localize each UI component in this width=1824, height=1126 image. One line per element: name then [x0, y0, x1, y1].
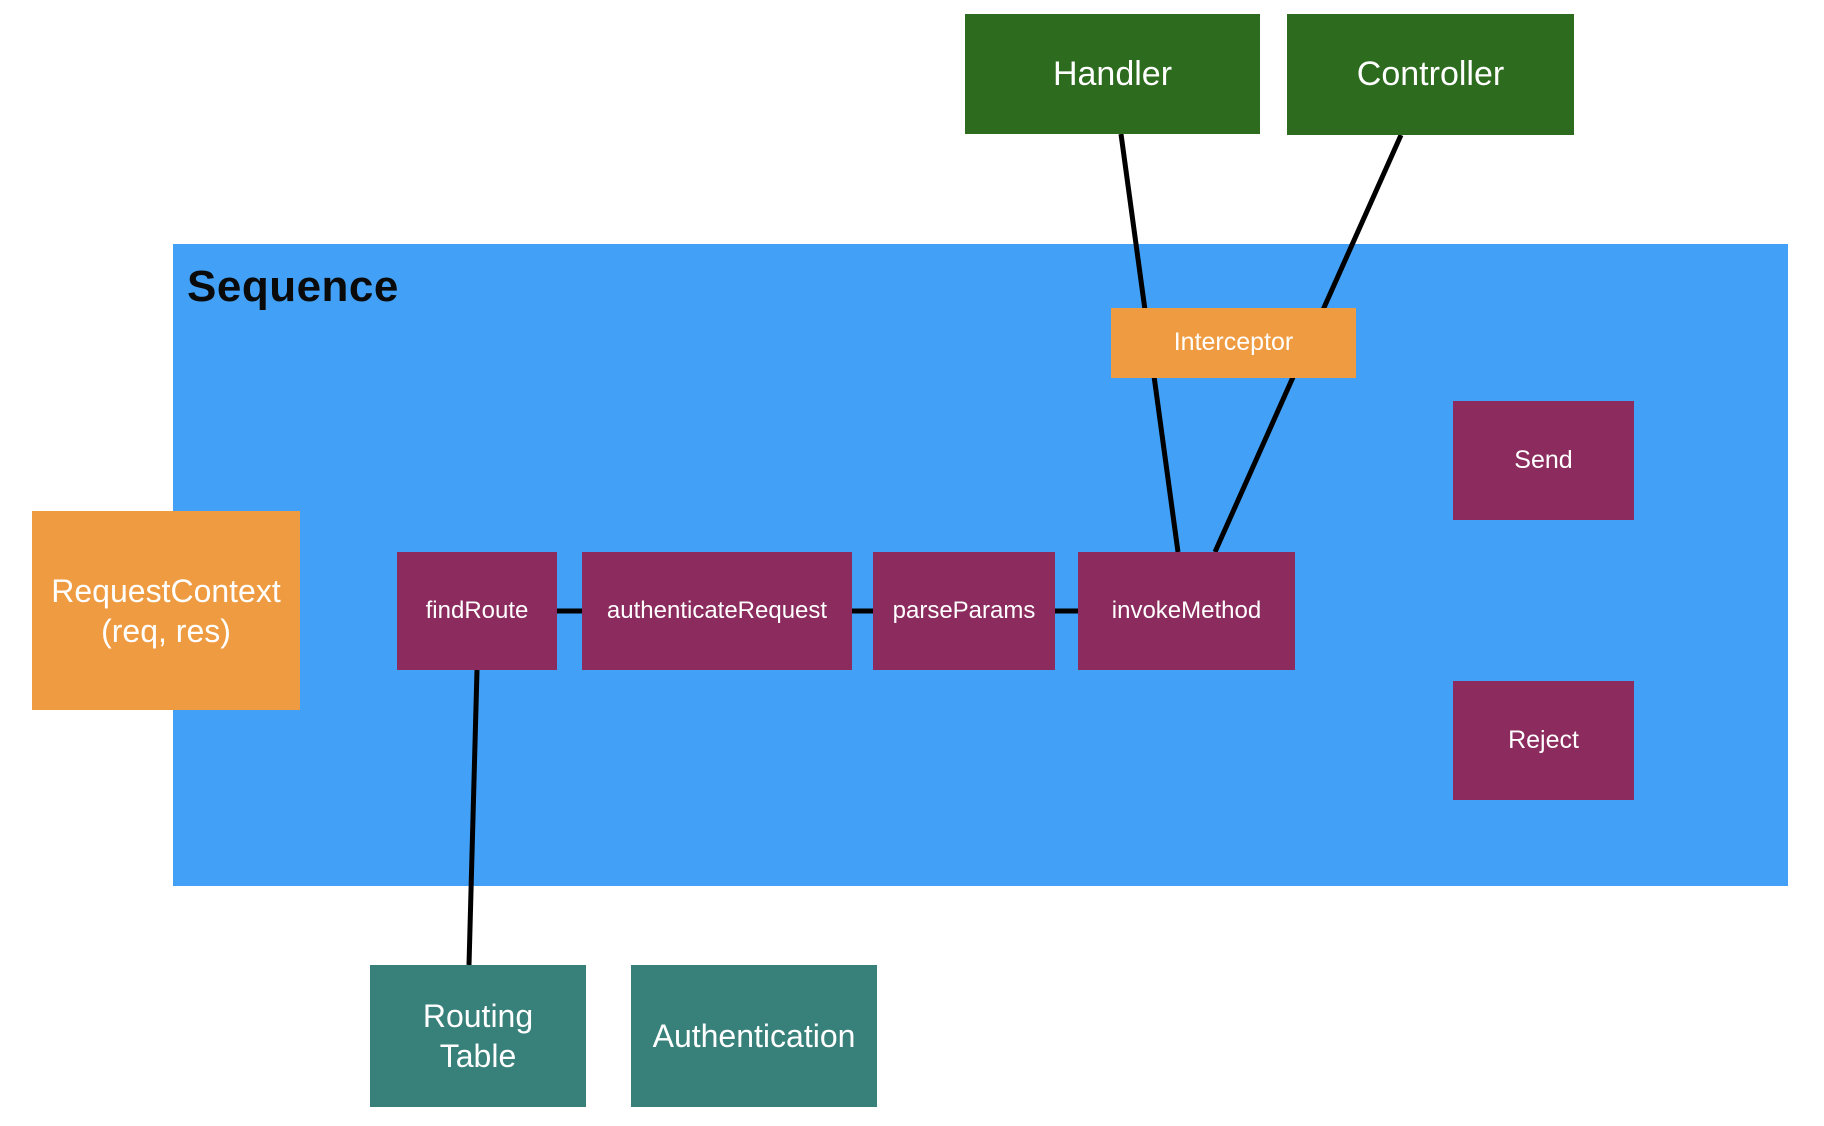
- parse-params-label: parseParams: [892, 597, 1036, 624]
- send-label: Send: [1514, 445, 1573, 474]
- request-context-label: RequestContext: [51, 572, 281, 609]
- handler-label: Handler: [1052, 54, 1173, 93]
- request-context-node: RequestContext (req, res): [32, 511, 300, 710]
- authentication-label: Authentication: [652, 1018, 856, 1054]
- parse-params-node: parseParams: [873, 552, 1055, 670]
- routing-table-label: Routing Table: [422, 998, 534, 1074]
- sequence-title: Sequence: [187, 262, 399, 311]
- interceptor-label: Interceptor: [1173, 328, 1294, 357]
- authentication-node: Authentication: [631, 965, 877, 1107]
- authenticate-request-node: authenticateRequest: [582, 552, 852, 670]
- invoke-method-node: invokeMethod: [1078, 552, 1295, 670]
- reject-node: Reject: [1453, 681, 1634, 800]
- controller-label: Controller: [1356, 55, 1505, 94]
- reject-label: Reject: [1508, 725, 1579, 754]
- authenticate-request-label: authenticateRequest: [606, 597, 828, 624]
- interceptor-node: Interceptor: [1111, 308, 1356, 378]
- send-node: Send: [1453, 401, 1634, 520]
- invoke-method-label: invokeMethod: [1111, 597, 1262, 624]
- request-context-sublabel: (req, res): [101, 612, 231, 649]
- find-route-label: findRoute: [425, 597, 529, 624]
- controller-node: Controller: [1287, 14, 1574, 135]
- routing-table-node: Routing Table: [370, 965, 586, 1107]
- find-route-node: findRoute: [397, 552, 557, 670]
- handler-node: Handler: [965, 14, 1260, 134]
